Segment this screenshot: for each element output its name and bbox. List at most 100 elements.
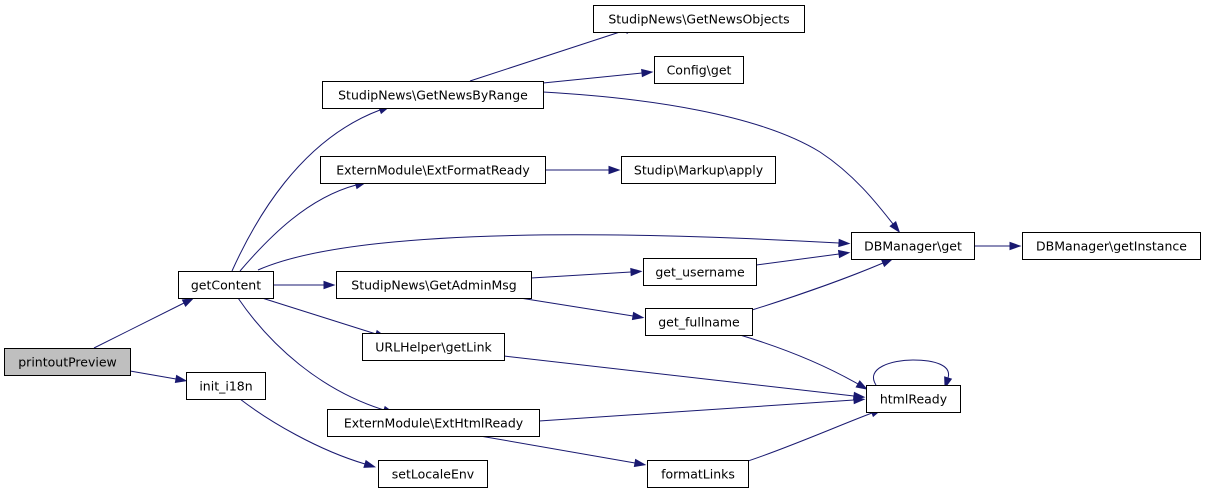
node-box: [1022, 232, 1201, 260]
node-box: [654, 56, 744, 84]
edge-line: [755, 253, 840, 266]
edge-line: [257, 234, 840, 271]
edge-arrowhead: [944, 376, 953, 390]
edge-line: [739, 334, 859, 385]
node-box: [643, 258, 757, 286]
node-ConfigGet[interactable]: Config\get: [654, 56, 744, 84]
node-label: StudipNews\GetAdminMsg: [351, 278, 516, 293]
edge-arrowhead: [323, 280, 336, 290]
edge-get_fullname-to-htmlReady: [739, 334, 868, 390]
node-get_fullname[interactable]: get_fullname: [645, 308, 753, 336]
node-label: ExternModule\ExtHtmlReady: [344, 416, 524, 431]
edge-line: [542, 72, 643, 84]
edge-get_fullname-to-DBManagerGet: [751, 258, 894, 311]
node-box: [645, 308, 753, 336]
node-label: get_username: [655, 265, 745, 280]
node-getInstance[interactable]: DBManager\getInstance: [1022, 232, 1201, 260]
node-box: [178, 271, 274, 299]
node-label: Config\get: [667, 63, 732, 78]
node-box: [378, 460, 488, 488]
edge-arrowhead: [855, 380, 868, 390]
edge-getContent-to-DBManagerGet: [257, 234, 851, 271]
node-label: DBManager\get: [864, 239, 962, 254]
node-box: [362, 333, 505, 361]
edge-line: [530, 271, 632, 279]
node-get_username[interactable]: get_username: [643, 258, 757, 286]
node-init_i18n[interactable]: init_i18n: [186, 372, 266, 400]
edge-getContent-to-GetNewsByRange: [231, 105, 391, 272]
edge-ExtFormatReady-to-MarkupApply: [545, 165, 621, 175]
edge-arrowhead: [1009, 241, 1022, 251]
edge-getContent-to-getLink: [261, 297, 387, 338]
edge-line: [503, 355, 855, 397]
edge-line: [751, 262, 884, 311]
node-box: [186, 372, 266, 400]
node-box: [327, 409, 540, 437]
edge-ExtHtmlReady-to-htmlReady: [538, 395, 866, 422]
node-htmlReady[interactable]: htmlReady: [866, 385, 961, 413]
node-label: formatLinks: [661, 467, 735, 482]
edge-arrowhead: [880, 258, 894, 268]
edge-line: [239, 184, 357, 272]
node-box: [336, 271, 532, 299]
edge-get_username-to-DBManagerGet: [755, 249, 851, 266]
node-getLink[interactable]: URLHelper\getLink: [362, 333, 505, 361]
node-GetNewsByRange[interactable]: StudipNews\GetNewsByRange: [322, 81, 544, 109]
edge-line: [519, 297, 634, 317]
node-GetNewsObjects[interactable]: StudipNews\GetNewsObjects: [593, 5, 805, 33]
node-setLocaleEnv[interactable]: setLocaleEnv: [378, 460, 488, 488]
node-label: setLocaleEnv: [392, 467, 475, 482]
edge-arrowhead: [889, 221, 901, 234]
nodes-layer: printoutPreview getContent init_i18n Studip…: [4, 5, 1201, 488]
node-GetAdminMsg[interactable]: StudipNews\GetAdminMsg: [336, 271, 532, 299]
node-box: [322, 81, 544, 109]
node-label: printoutPreview: [18, 355, 117, 370]
edge-printoutPreview-to-getContent: [93, 297, 195, 349]
node-label: StudipNews\GetNewsByRange: [338, 88, 528, 103]
edge-line: [93, 302, 185, 349]
edge-line: [261, 297, 377, 335]
edges-layer: [93, 26, 1022, 468]
node-label: URLHelper\getLink: [375, 340, 492, 355]
node-formatLinks[interactable]: formatLinks: [647, 460, 749, 488]
edge-line: [542, 91, 894, 225]
edge-GetNewsByRange-to-ConfigGet: [542, 68, 654, 84]
edge-ExtHtmlReady-to-formatLinks: [479, 435, 647, 468]
edge-line: [129, 370, 177, 380]
edge-line: [239, 398, 366, 465]
edge-GetNewsByRange-to-DBManagerGet: [542, 91, 901, 234]
edge-arrowhead: [608, 165, 621, 175]
edge-GetAdminMsg-to-get_username: [530, 267, 643, 279]
edge-formatLinks-to-htmlReady: [747, 408, 883, 462]
edge-arrowhead: [181, 297, 195, 307]
node-box: [4, 348, 131, 376]
node-label: init_i18n: [199, 379, 252, 394]
node-box: [593, 5, 805, 33]
node-box: [621, 156, 776, 184]
edge-init_i18n-to-setLocaleEnv: [239, 398, 377, 468]
edge-arrowhead: [837, 249, 851, 259]
node-label: DBManager\getInstance: [1036, 239, 1187, 254]
node-label: get_fullname: [658, 315, 740, 330]
node-label: Studip\Markup\apply: [634, 163, 764, 178]
node-ExtHtmlReady[interactable]: ExternModule\ExtHtmlReady: [327, 409, 540, 437]
edge-getLink-to-htmlReady: [503, 355, 866, 401]
edge-arrowhead: [838, 238, 851, 248]
edge-getContent-to-GetAdminMsg: [273, 280, 336, 290]
edge-DBManagerGet-to-getInstance: [974, 241, 1022, 251]
edge-arrowhead: [363, 459, 377, 468]
edge-line: [479, 435, 636, 464]
node-box: [320, 156, 546, 184]
node-MarkupApply[interactable]: Studip\Markup\apply: [621, 156, 776, 184]
edge-getContent-to-ExtFormatReady: [239, 181, 368, 272]
node-printoutPreview[interactable]: printoutPreview: [4, 348, 131, 376]
node-DBManagerGet[interactable]: DBManager\get: [851, 232, 975, 260]
node-ExtFormatReady[interactable]: ExternModule\ExtFormatReady: [320, 156, 546, 184]
edge-arrowhead: [630, 267, 643, 277]
node-box: [851, 232, 975, 260]
edge-htmlReady-to-htmlReady: [873, 359, 953, 390]
node-box: [647, 460, 749, 488]
edge-printoutPreview-to-init_i18n: [129, 370, 188, 384]
node-getContent[interactable]: getContent: [178, 271, 274, 299]
